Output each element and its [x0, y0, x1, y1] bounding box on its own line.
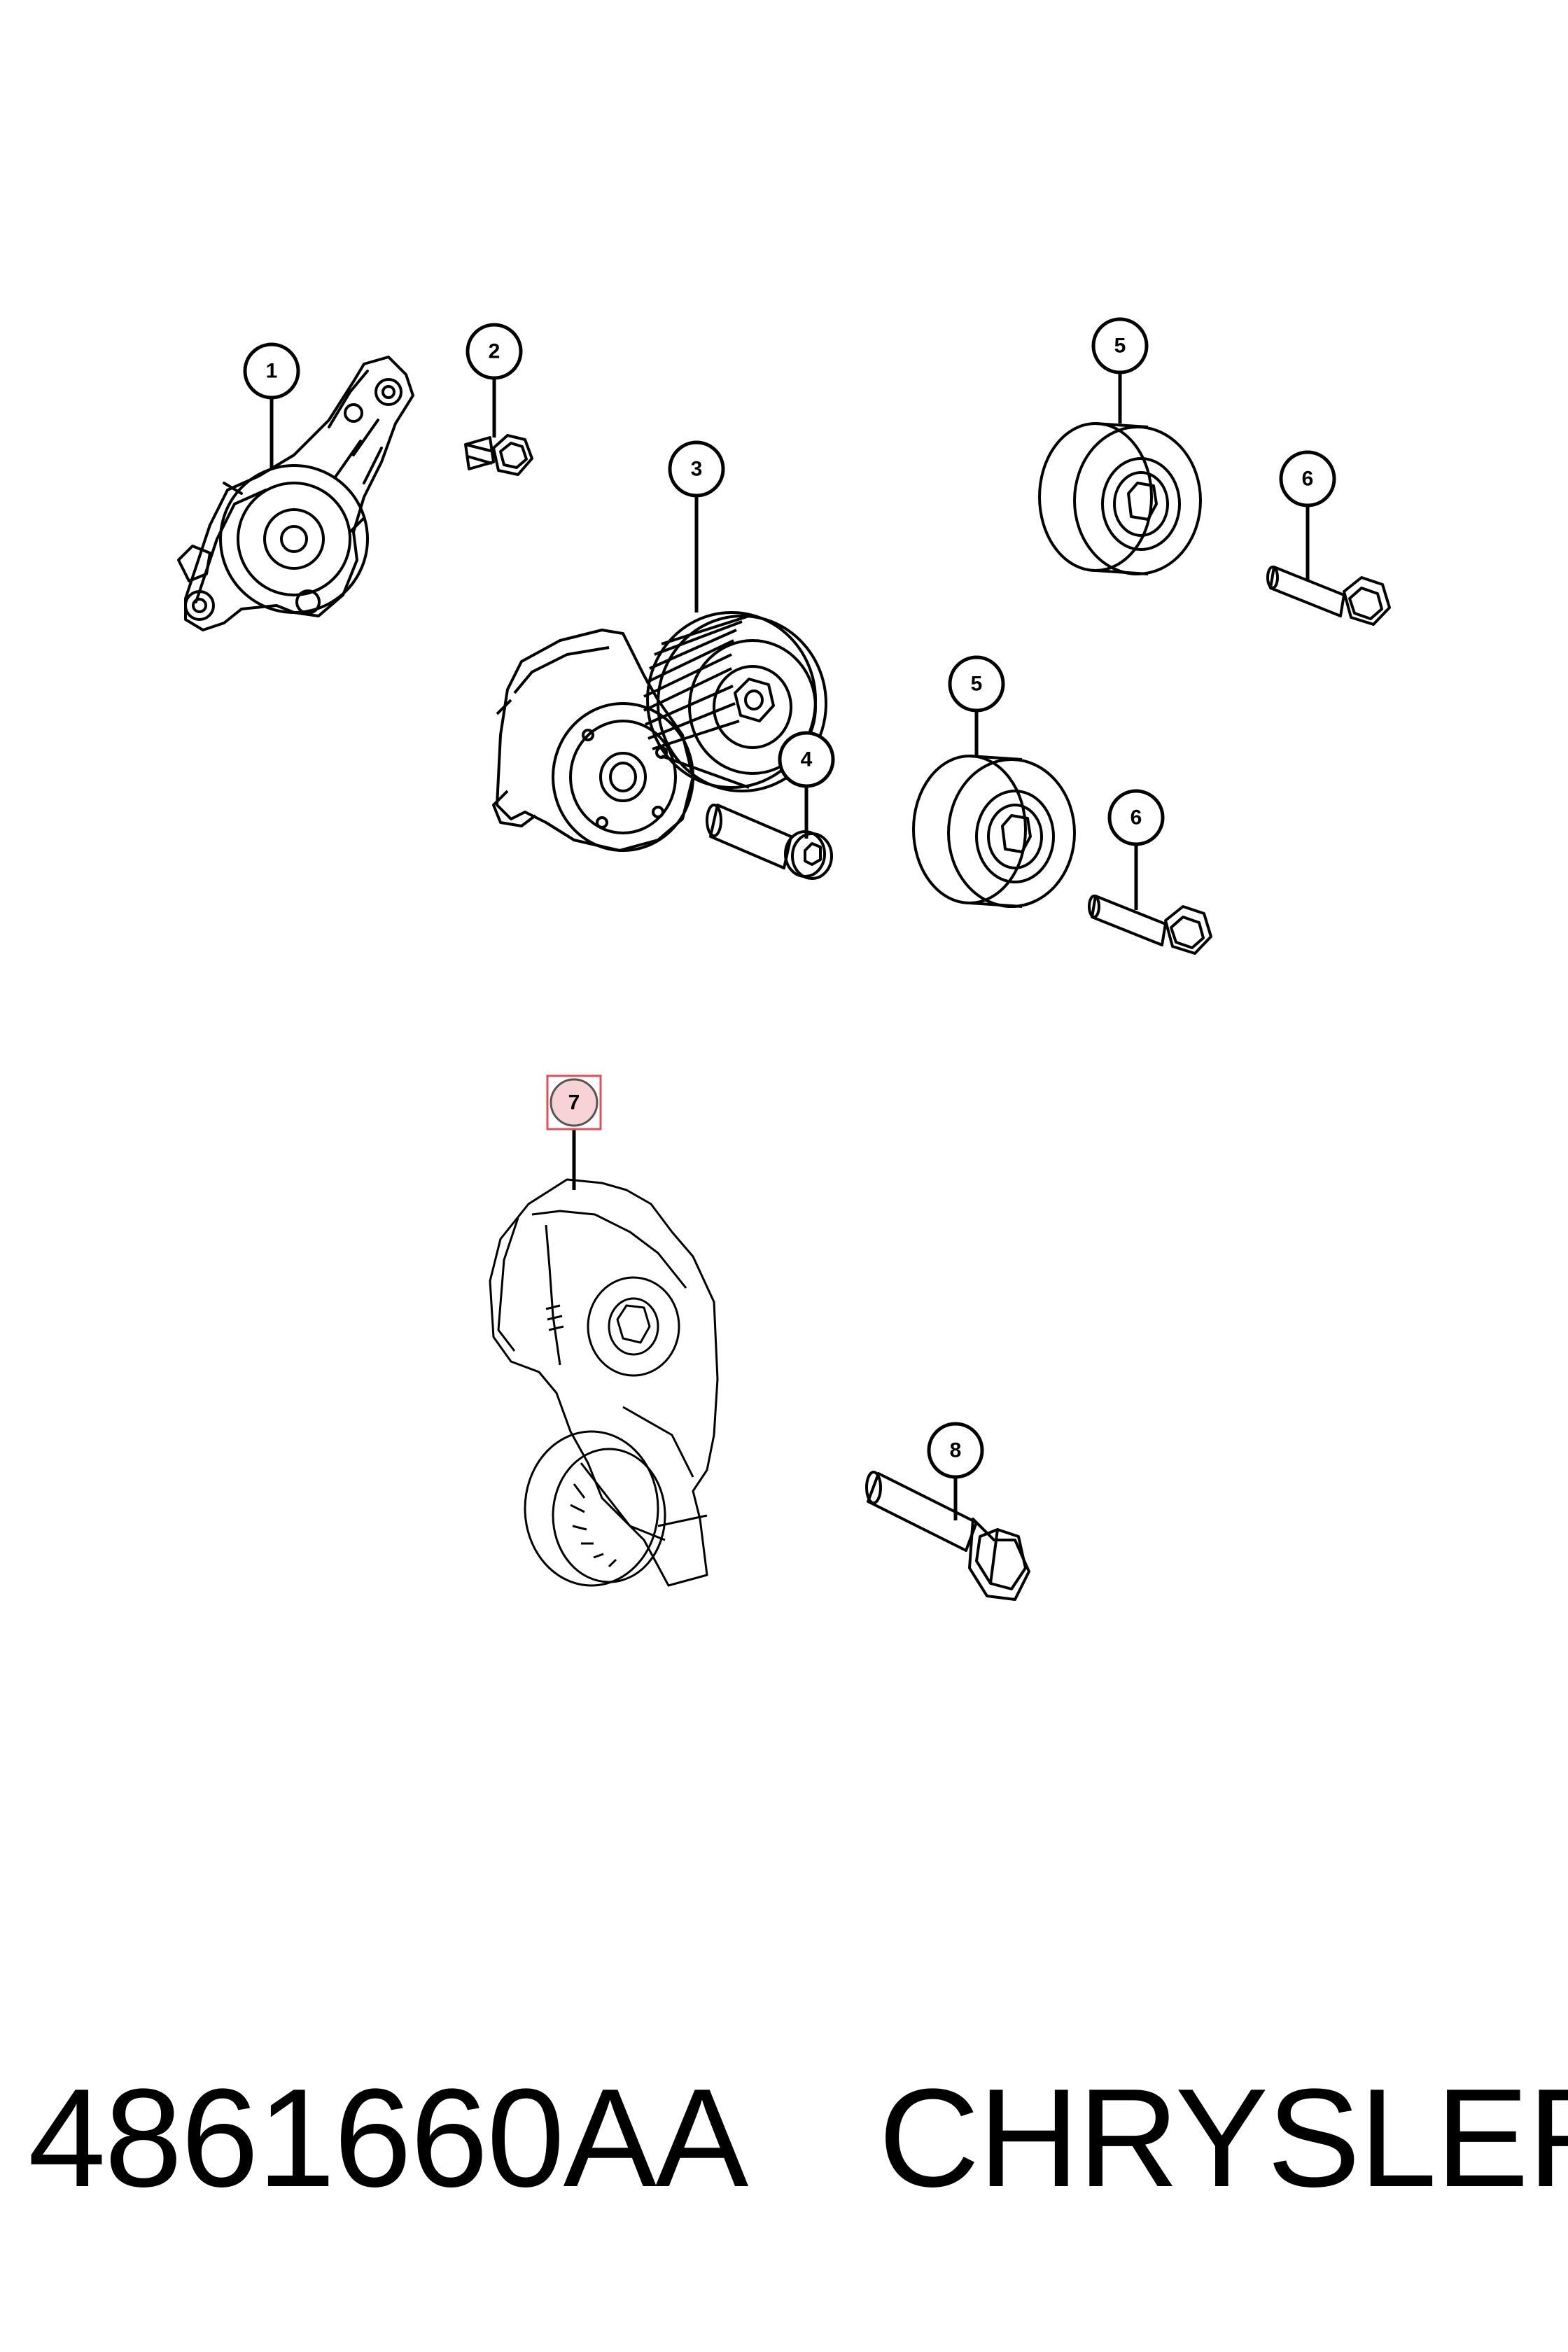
callout-1[interactable]: 1 — [243, 342, 300, 400]
callout-5-lower[interactable]: 5 — [948, 655, 1005, 713]
callout-label-5-lower: 5 — [971, 673, 983, 696]
callout-4[interactable]: 4 — [778, 731, 835, 788]
part-bracket-drawing — [178, 357, 413, 630]
part-socket-bolt-drawing — [707, 805, 832, 878]
part-flange-bolt-lower-drawing — [1089, 896, 1211, 953]
callout-label-1: 1 — [266, 360, 278, 383]
part-long-bolt-drawing — [867, 1472, 1029, 1600]
callout-label-6-lower: 6 — [1130, 806, 1142, 830]
callout-8[interactable]: 8 — [927, 1422, 984, 1479]
callout-label-3: 3 — [691, 458, 703, 481]
callout-6-upper[interactable]: 6 — [1279, 450, 1336, 507]
callout-label-6-upper: 6 — [1302, 468, 1314, 491]
callout-label-5-upper: 5 — [1114, 335, 1126, 358]
callout-7[interactable]: 7 — [546, 1074, 602, 1130]
part-number-caption: 4861660AA — [28, 2060, 748, 2216]
callout-6-lower[interactable]: 6 — [1107, 789, 1165, 846]
callout-label-8: 8 — [950, 1439, 962, 1462]
callout-7-highlight-box — [546, 1074, 602, 1130]
part-belt-tensioner-drawing — [490, 1180, 718, 1586]
part-idler-pulley-upper-drawing — [1040, 424, 1200, 574]
callout-2[interactable]: 2 — [465, 323, 523, 380]
callout-label-2: 2 — [489, 340, 500, 363]
callout-5-upper[interactable]: 5 — [1091, 317, 1149, 374]
part-flange-bolt-upper-drawing — [1268, 567, 1390, 624]
callout-label-7: 7 — [568, 1091, 580, 1114]
callout-3[interactable]: 3 — [668, 440, 725, 498]
part-small-bolt-drawing — [465, 435, 532, 475]
part-idler-pulley-lower-drawing — [913, 756, 1074, 906]
brand-caption: CHRYSLER — [878, 2060, 1568, 2216]
callout-label-4: 4 — [801, 748, 813, 771]
part-tensioner-assembly-drawing — [493, 612, 826, 850]
